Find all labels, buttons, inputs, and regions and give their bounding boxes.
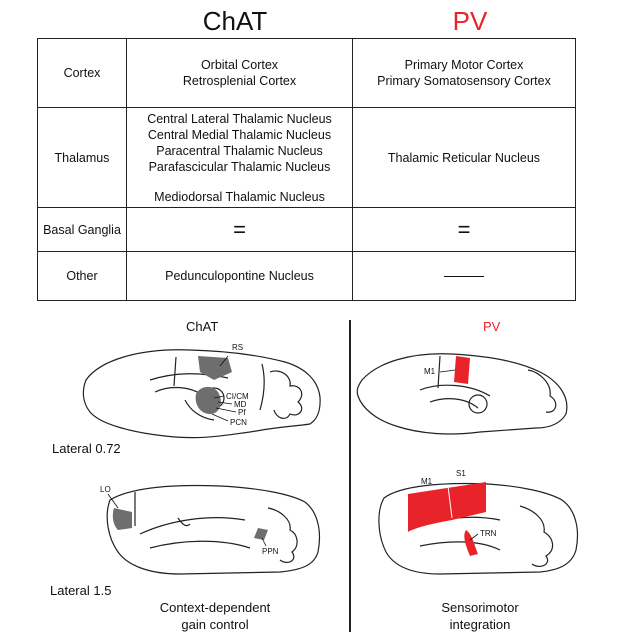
label-trn: TRN xyxy=(480,529,497,538)
chat-region-ppn xyxy=(254,528,268,540)
label-lo: LO xyxy=(100,485,111,494)
chat-region-lo xyxy=(113,508,132,530)
pointer-line xyxy=(440,370,455,372)
pv-region-m1-top xyxy=(454,356,470,384)
chat-region-thalamus xyxy=(196,387,221,414)
label-m1-top: M1 xyxy=(424,367,436,376)
pv-region-m1-s1 xyxy=(408,482,486,532)
chat-brain-lateral xyxy=(107,486,319,574)
label-m1-bottom: M1 xyxy=(421,477,433,486)
label-s1: S1 xyxy=(456,469,466,478)
chat-region-rs xyxy=(198,356,232,380)
label-pcn: PCN xyxy=(230,418,247,427)
brain-outline xyxy=(107,486,319,574)
label-rs: RS xyxy=(232,343,243,352)
label-pf: Pf xyxy=(238,408,246,417)
label-ppn: PPN xyxy=(262,547,279,556)
